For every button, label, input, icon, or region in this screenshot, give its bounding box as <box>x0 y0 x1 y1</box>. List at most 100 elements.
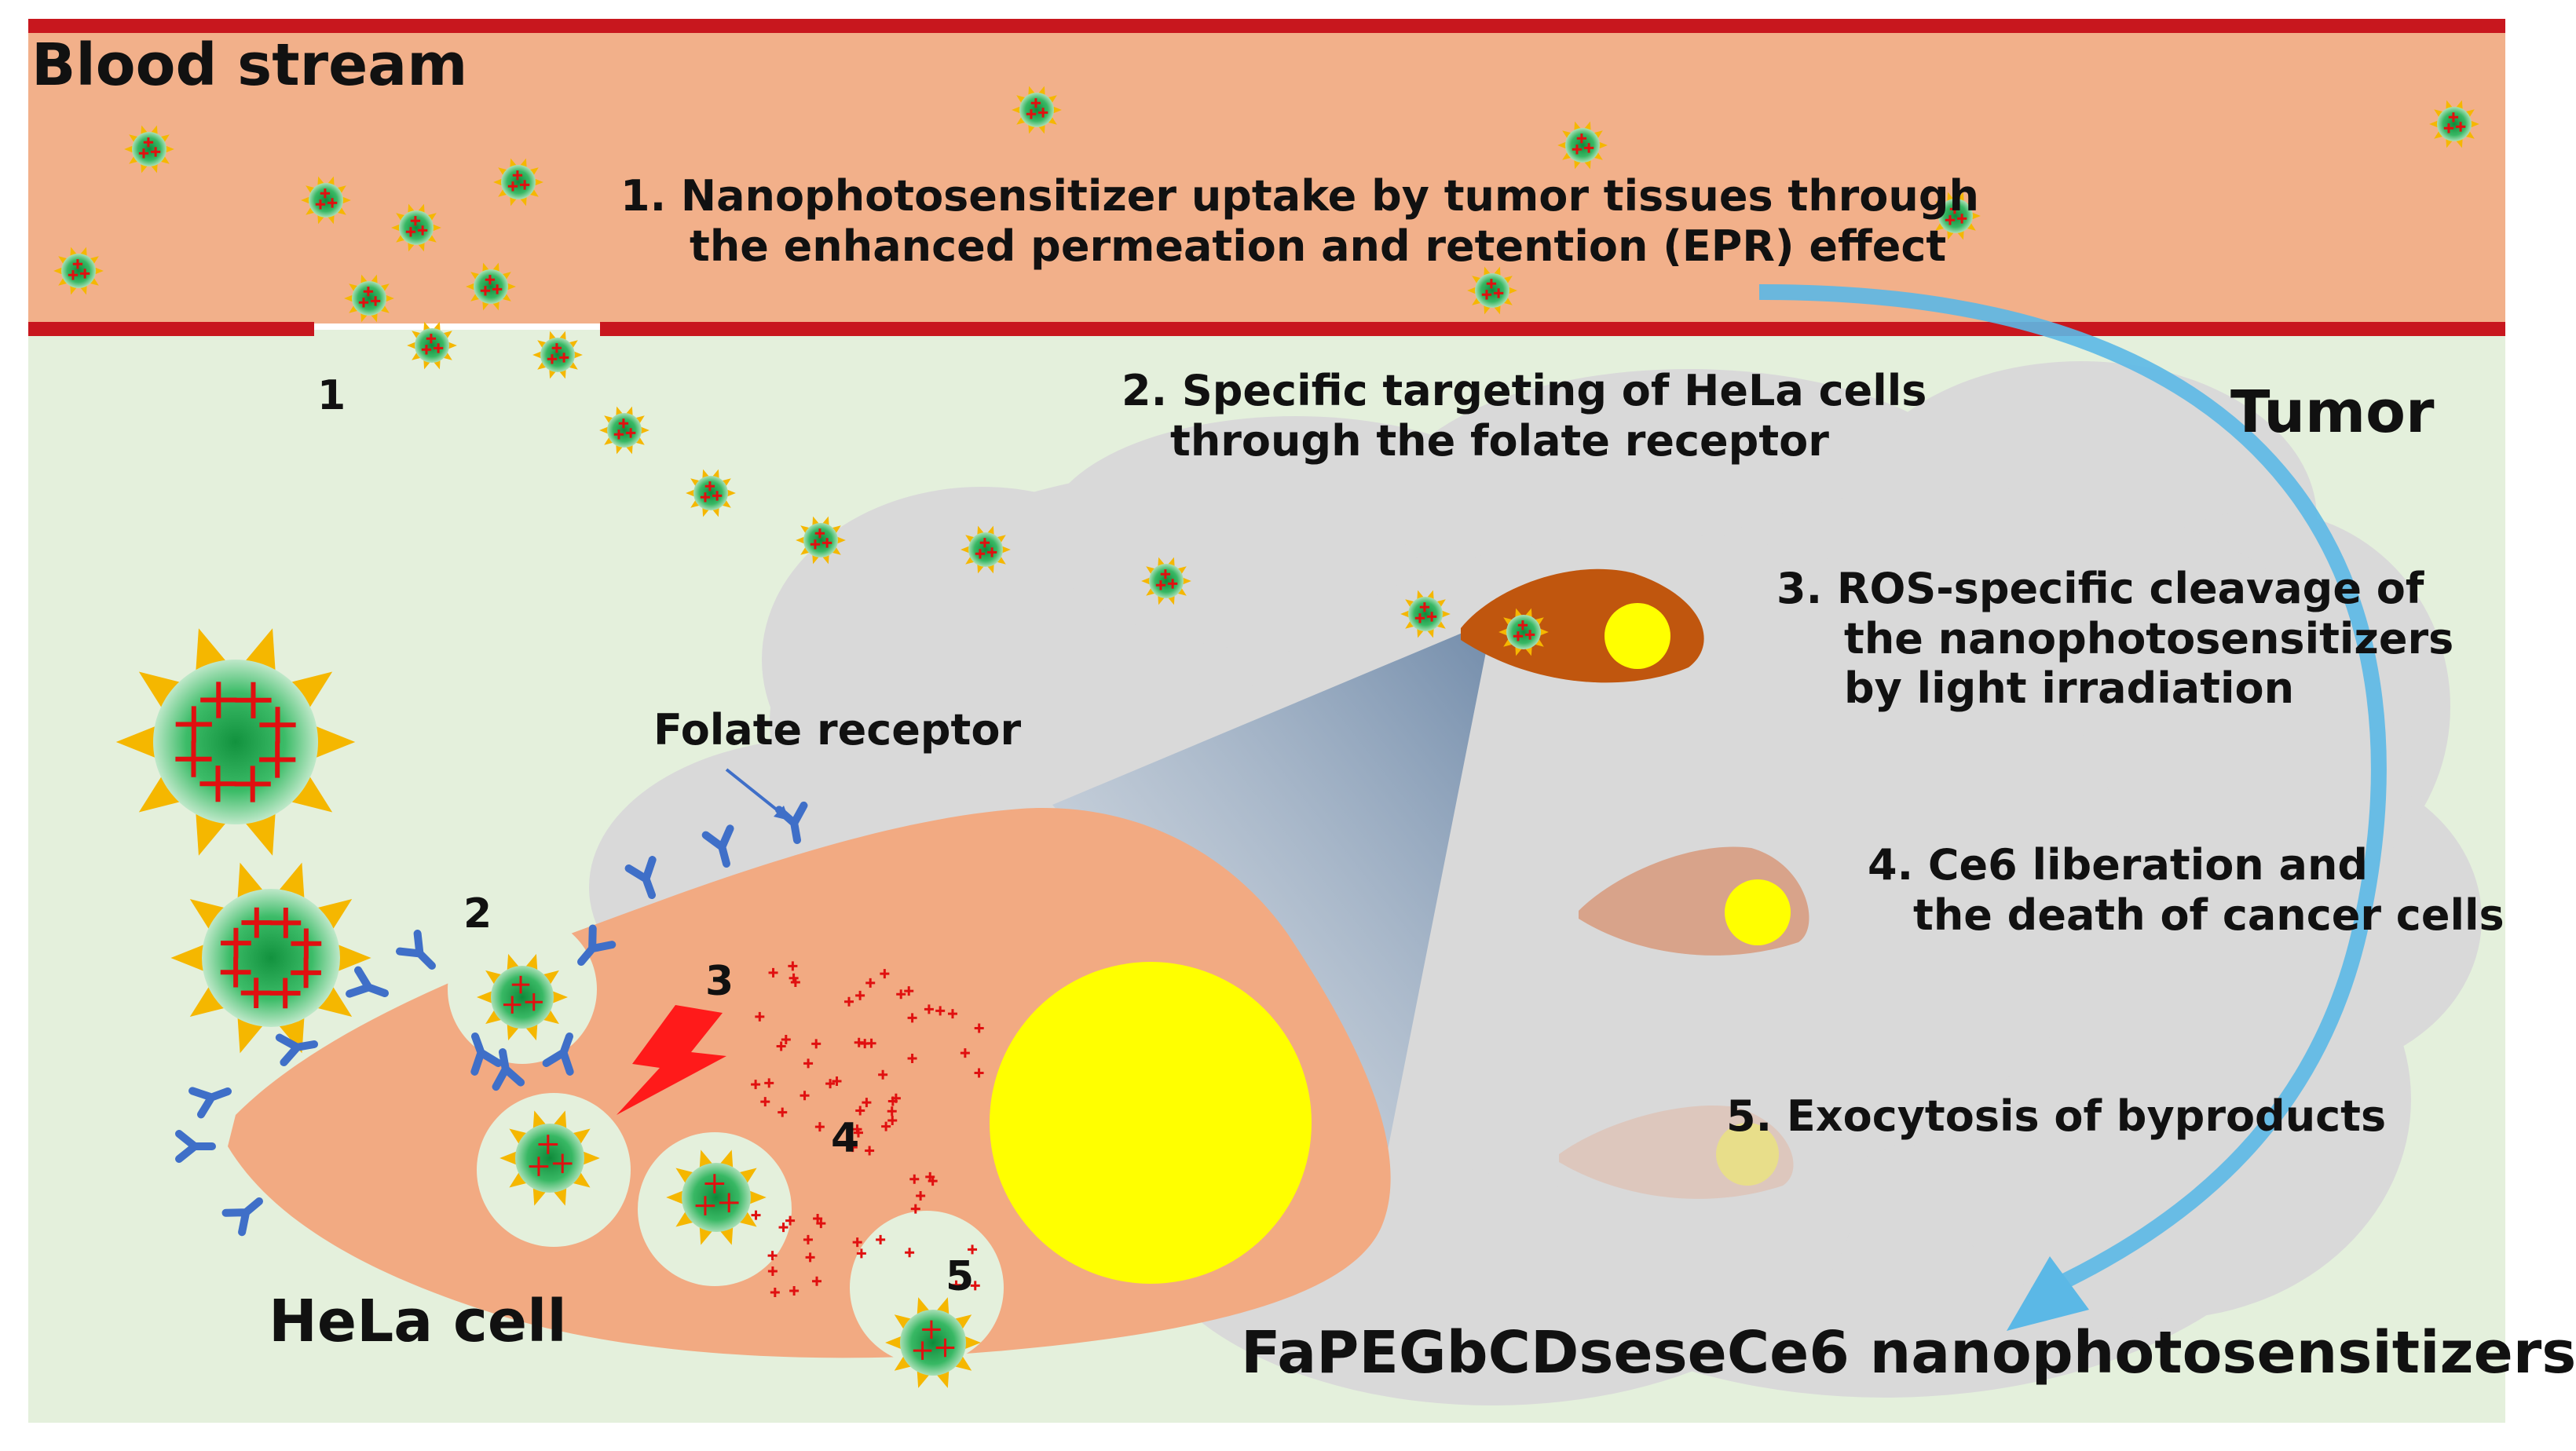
folate-ligand <box>1472 296 1482 305</box>
ce6-star <box>199 766 236 802</box>
ce6-star <box>695 1196 715 1215</box>
ce6-molecule <box>768 967 778 978</box>
nanophotosensitizer-name-label: FaPEGbCDseseCe6 nanophotosensitizers <box>1241 1319 2576 1387</box>
ce6-star <box>363 287 374 297</box>
marker-2: 2 <box>463 890 492 937</box>
nanoparticle-icon <box>1930 192 1981 240</box>
ce6-star <box>704 481 715 492</box>
ce6-star <box>426 334 437 344</box>
ce6-molecule <box>844 996 854 1007</box>
folate-ligand <box>426 233 437 243</box>
folate-ligand <box>737 1168 757 1186</box>
ce6-molecule <box>785 1215 796 1226</box>
ce6-star <box>138 148 149 159</box>
folate-ligand <box>426 213 437 222</box>
folate-ligand <box>885 1335 904 1350</box>
folate-ligand <box>1176 566 1187 576</box>
ce6-star <box>511 975 530 994</box>
folate-ligand <box>336 185 346 195</box>
ce6-molecule <box>887 1116 898 1126</box>
ce6-molecule <box>751 1080 761 1090</box>
particle-core <box>415 328 449 363</box>
folate-ligand <box>396 213 406 222</box>
folate-ligand <box>306 206 316 215</box>
ce6-star <box>1493 288 1504 298</box>
particle-core <box>540 338 575 372</box>
ce6-molecule <box>910 1204 920 1214</box>
folate-ligand <box>379 304 390 313</box>
ce6-molecule <box>925 1171 935 1182</box>
folate-ligand <box>962 1335 981 1350</box>
folate-ligand <box>2469 120 2479 128</box>
folate-ligand <box>568 360 578 370</box>
folate-ligand <box>1016 95 1026 104</box>
nanoparticle-icon <box>344 274 394 323</box>
ce6-star <box>1414 613 1425 623</box>
ce6-star <box>613 429 624 440</box>
ce6-star <box>269 978 301 1009</box>
vessel-wall-bottom-left <box>28 322 314 336</box>
nanoparticles <box>53 86 2479 1388</box>
ce6-star <box>1572 144 1583 155</box>
folate-ligand <box>1534 638 1544 647</box>
ce6-star <box>547 354 558 364</box>
folate-ligand <box>1436 599 1446 609</box>
ce6-star <box>618 418 629 429</box>
ce6-star <box>259 707 296 744</box>
step-3-line-1: 3. ROS-specific cleavage of <box>1776 564 2424 613</box>
ce6-molecule <box>960 1048 970 1058</box>
ce6-star <box>821 538 832 548</box>
step-2-text: 2. Specific targeting of HeLa cells thro… <box>1122 366 1927 466</box>
folate-ligand <box>477 990 494 1004</box>
nanoparticle-icon <box>1467 266 1517 315</box>
nanoparticle-icon <box>124 125 174 174</box>
folate-ligand <box>138 770 187 813</box>
ce6-molecule <box>760 1097 770 1107</box>
ce6-molecule <box>852 1237 862 1248</box>
ce6-star <box>1167 579 1178 589</box>
ce6-molecule <box>816 1219 826 1229</box>
ce6-star <box>986 547 997 557</box>
folate-ligand <box>407 342 417 349</box>
ce6-molecule <box>778 1107 788 1117</box>
ce6-star <box>421 345 432 355</box>
tumor-cell-step5-nucleus <box>1716 1123 1779 1186</box>
folate-ligand <box>1047 115 1057 125</box>
folate-ligand <box>466 283 476 291</box>
folate-ligand <box>1467 287 1477 294</box>
folate-ligand <box>604 415 614 425</box>
ce6-star <box>979 538 990 548</box>
ce6-molecule <box>803 1234 813 1244</box>
ce6-star <box>291 957 321 989</box>
folate-ligand <box>635 415 645 425</box>
nanoparticle-icon <box>686 469 736 517</box>
folate-ligand <box>1502 276 1513 285</box>
folate-ligand <box>442 351 452 360</box>
ce6-star <box>270 908 302 938</box>
folate-ligand <box>1966 201 1976 210</box>
ce6-molecule <box>832 1076 842 1087</box>
folate-ligand <box>1930 212 1941 220</box>
folate-ligand <box>384 294 394 302</box>
folate-ligand <box>501 292 511 302</box>
nanoparticle-icon <box>301 176 351 225</box>
particle-core <box>352 281 386 316</box>
ce6-star <box>1945 215 1956 225</box>
ce6-star <box>525 993 543 1011</box>
folate-ligand <box>1597 141 1608 149</box>
ce6-star <box>143 137 154 148</box>
ce6-molecule <box>755 1011 765 1022</box>
folate-ligand <box>796 536 806 544</box>
ce6-star <box>1517 620 1528 630</box>
folate-ligand <box>1935 221 1945 231</box>
ce6-star <box>1155 580 1166 590</box>
ce6-molecule <box>881 1121 891 1131</box>
folate-ligand <box>1593 151 1603 160</box>
folate-ligand <box>58 256 68 265</box>
folate-ligand <box>996 535 1006 544</box>
ce6-molecule <box>907 1053 917 1063</box>
folate-ligand <box>604 436 614 445</box>
folate-ligand <box>666 1190 686 1205</box>
ce6-star <box>291 928 322 959</box>
ce6-molecule <box>825 1079 836 1089</box>
